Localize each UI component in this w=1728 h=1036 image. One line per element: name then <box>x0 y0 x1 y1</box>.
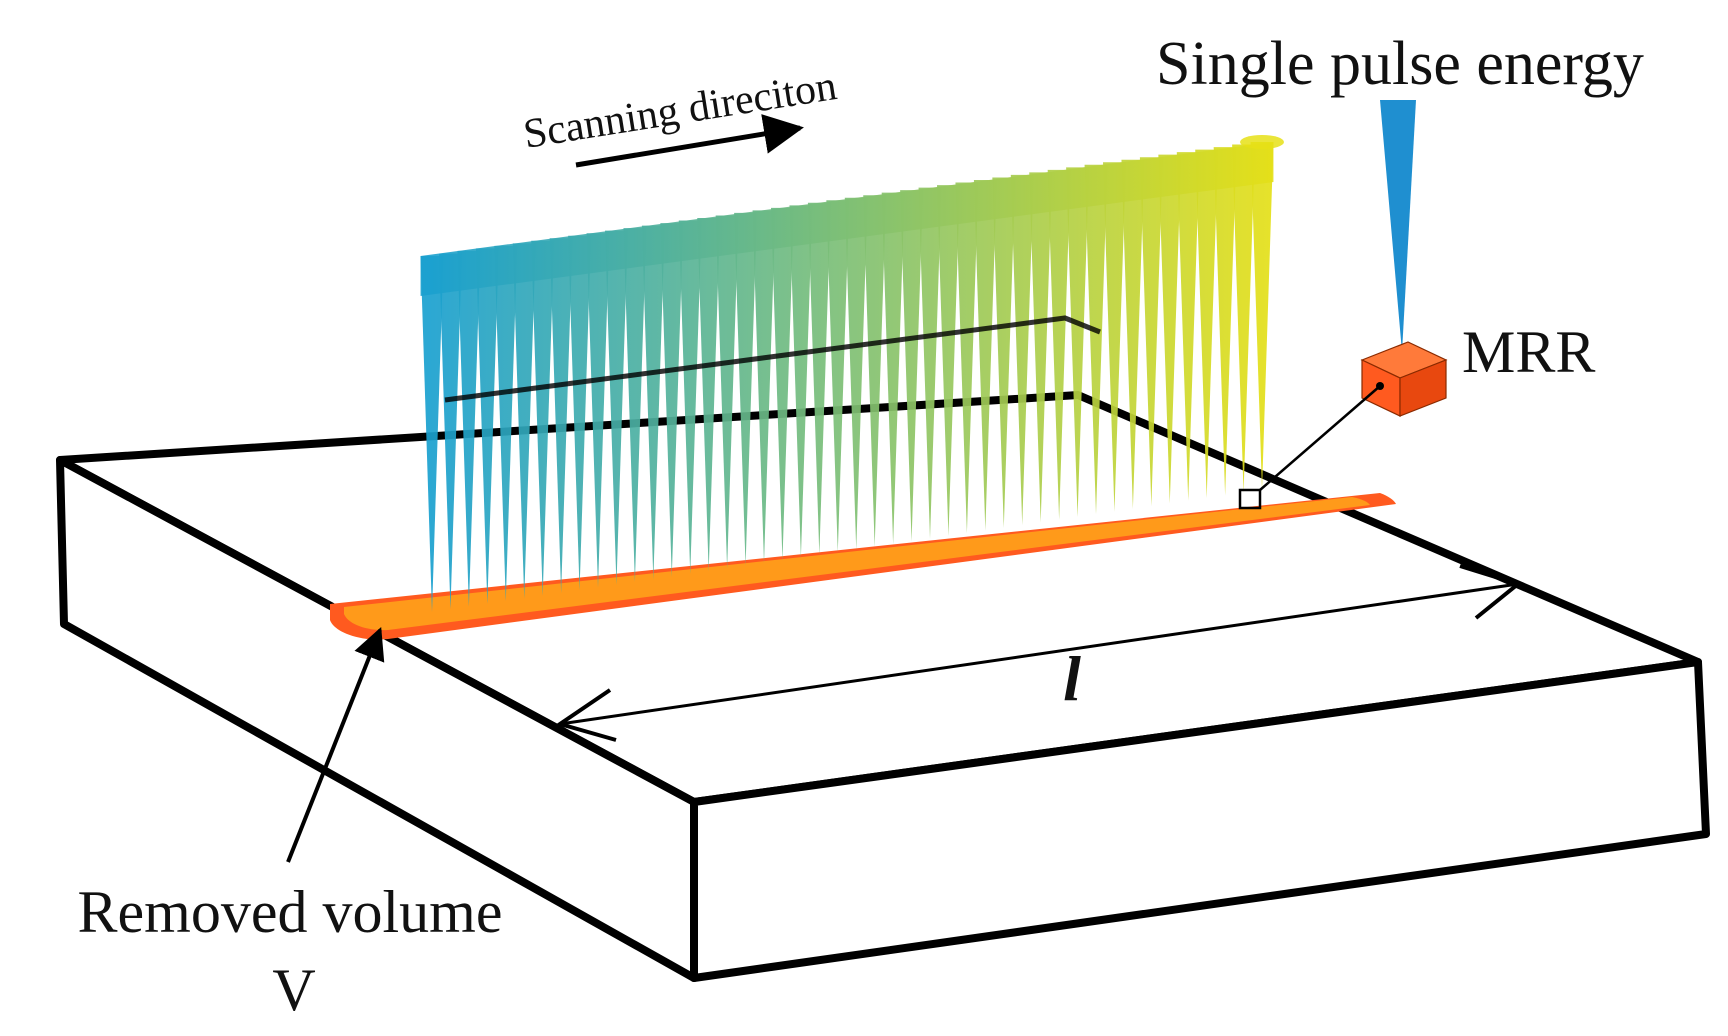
pulse-cone <box>1195 149 1219 499</box>
pulse-cone <box>789 205 813 558</box>
pulse-cone <box>586 233 610 588</box>
pulse-cone <box>881 192 905 545</box>
pulse-cone <box>900 190 923 542</box>
mrr-label: MRR <box>1462 319 1595 385</box>
pulse-cone <box>660 223 684 577</box>
beam-cone <box>1380 100 1416 352</box>
connector-line <box>1259 385 1381 491</box>
mrr-cube <box>1360 341 1448 417</box>
pulse-cone <box>678 220 702 575</box>
single-pulse-beam <box>1380 100 1416 352</box>
length-dimension: l <box>555 564 1523 742</box>
groove-inner <box>344 497 1370 631</box>
pulse-cone <box>1121 159 1145 509</box>
mrr-connector <box>1238 382 1384 510</box>
pulse-cone <box>1103 162 1126 512</box>
scanning-direction-label: Scanning direciton <box>520 63 839 158</box>
length-arrowhead-left <box>555 688 617 742</box>
pulse-cone <box>457 250 481 607</box>
pulse-cone <box>1029 172 1053 523</box>
pulse-cone <box>1232 144 1255 493</box>
pulse-cone <box>1010 174 1034 526</box>
single-pulse-energy-label: Single pulse energy <box>1156 30 1644 98</box>
pulse-cone <box>623 228 647 583</box>
pulse-cone <box>771 207 794 561</box>
pulse-train <box>420 142 1274 612</box>
pulse-cone <box>439 253 462 610</box>
removed-volume-pointer <box>286 627 385 863</box>
pulse-train-back-edge <box>444 315 1101 403</box>
pulse-cone <box>531 240 555 596</box>
length-line <box>559 582 1519 726</box>
pulse-cone <box>973 180 997 531</box>
pulse-cone <box>1213 147 1237 496</box>
pulse-cone <box>937 185 960 537</box>
pulse-cone <box>641 225 665 580</box>
pulse-cone <box>1047 169 1071 520</box>
cube-side-face <box>1399 359 1447 417</box>
pulse-cone <box>512 243 536 599</box>
pulse-cone <box>1084 164 1108 515</box>
block-front-face <box>690 658 1710 982</box>
pulse-cone <box>494 245 518 602</box>
pulse-cone <box>420 256 444 612</box>
pulse-cone <box>1066 167 1089 518</box>
pulse-cone <box>549 238 573 594</box>
pulse-cone <box>918 187 942 539</box>
removed-volume-symbol: V <box>272 957 315 1023</box>
removed-volume-arrow <box>286 627 385 863</box>
pulse-cone <box>752 210 776 564</box>
pulse-cone <box>605 230 628 585</box>
scanning-direction-arrow <box>575 114 804 168</box>
pulse-cone <box>1139 157 1163 507</box>
pulse-cone <box>844 197 868 550</box>
length-label: l <box>1063 643 1081 714</box>
pulse-cone <box>734 212 757 566</box>
pulse-cone <box>992 177 1016 528</box>
pulse-cone <box>697 218 721 572</box>
pulse-cone <box>475 248 499 604</box>
connector-dot <box>1376 382 1384 390</box>
pulse-cone <box>955 182 979 534</box>
pulse-cone <box>863 195 887 547</box>
pulse-cone <box>1158 154 1182 504</box>
removed-volume-label: Removed volume <box>78 879 503 945</box>
pulse-cone <box>807 202 831 556</box>
pulse-cone <box>826 200 850 553</box>
removed-volume-groove <box>330 493 1396 640</box>
pulse-cone <box>715 215 739 569</box>
pulse-train-end-cap <box>1240 135 1284 149</box>
scanning-direction: Scanning direciton <box>520 63 840 168</box>
pulse-train-outline <box>444 135 1284 403</box>
pulse-cone <box>1176 152 1200 501</box>
pulse-cone <box>568 235 591 591</box>
pulse-cone <box>1250 142 1274 490</box>
sample-square <box>1238 488 1262 510</box>
length-arrowhead-right <box>1459 564 1523 620</box>
